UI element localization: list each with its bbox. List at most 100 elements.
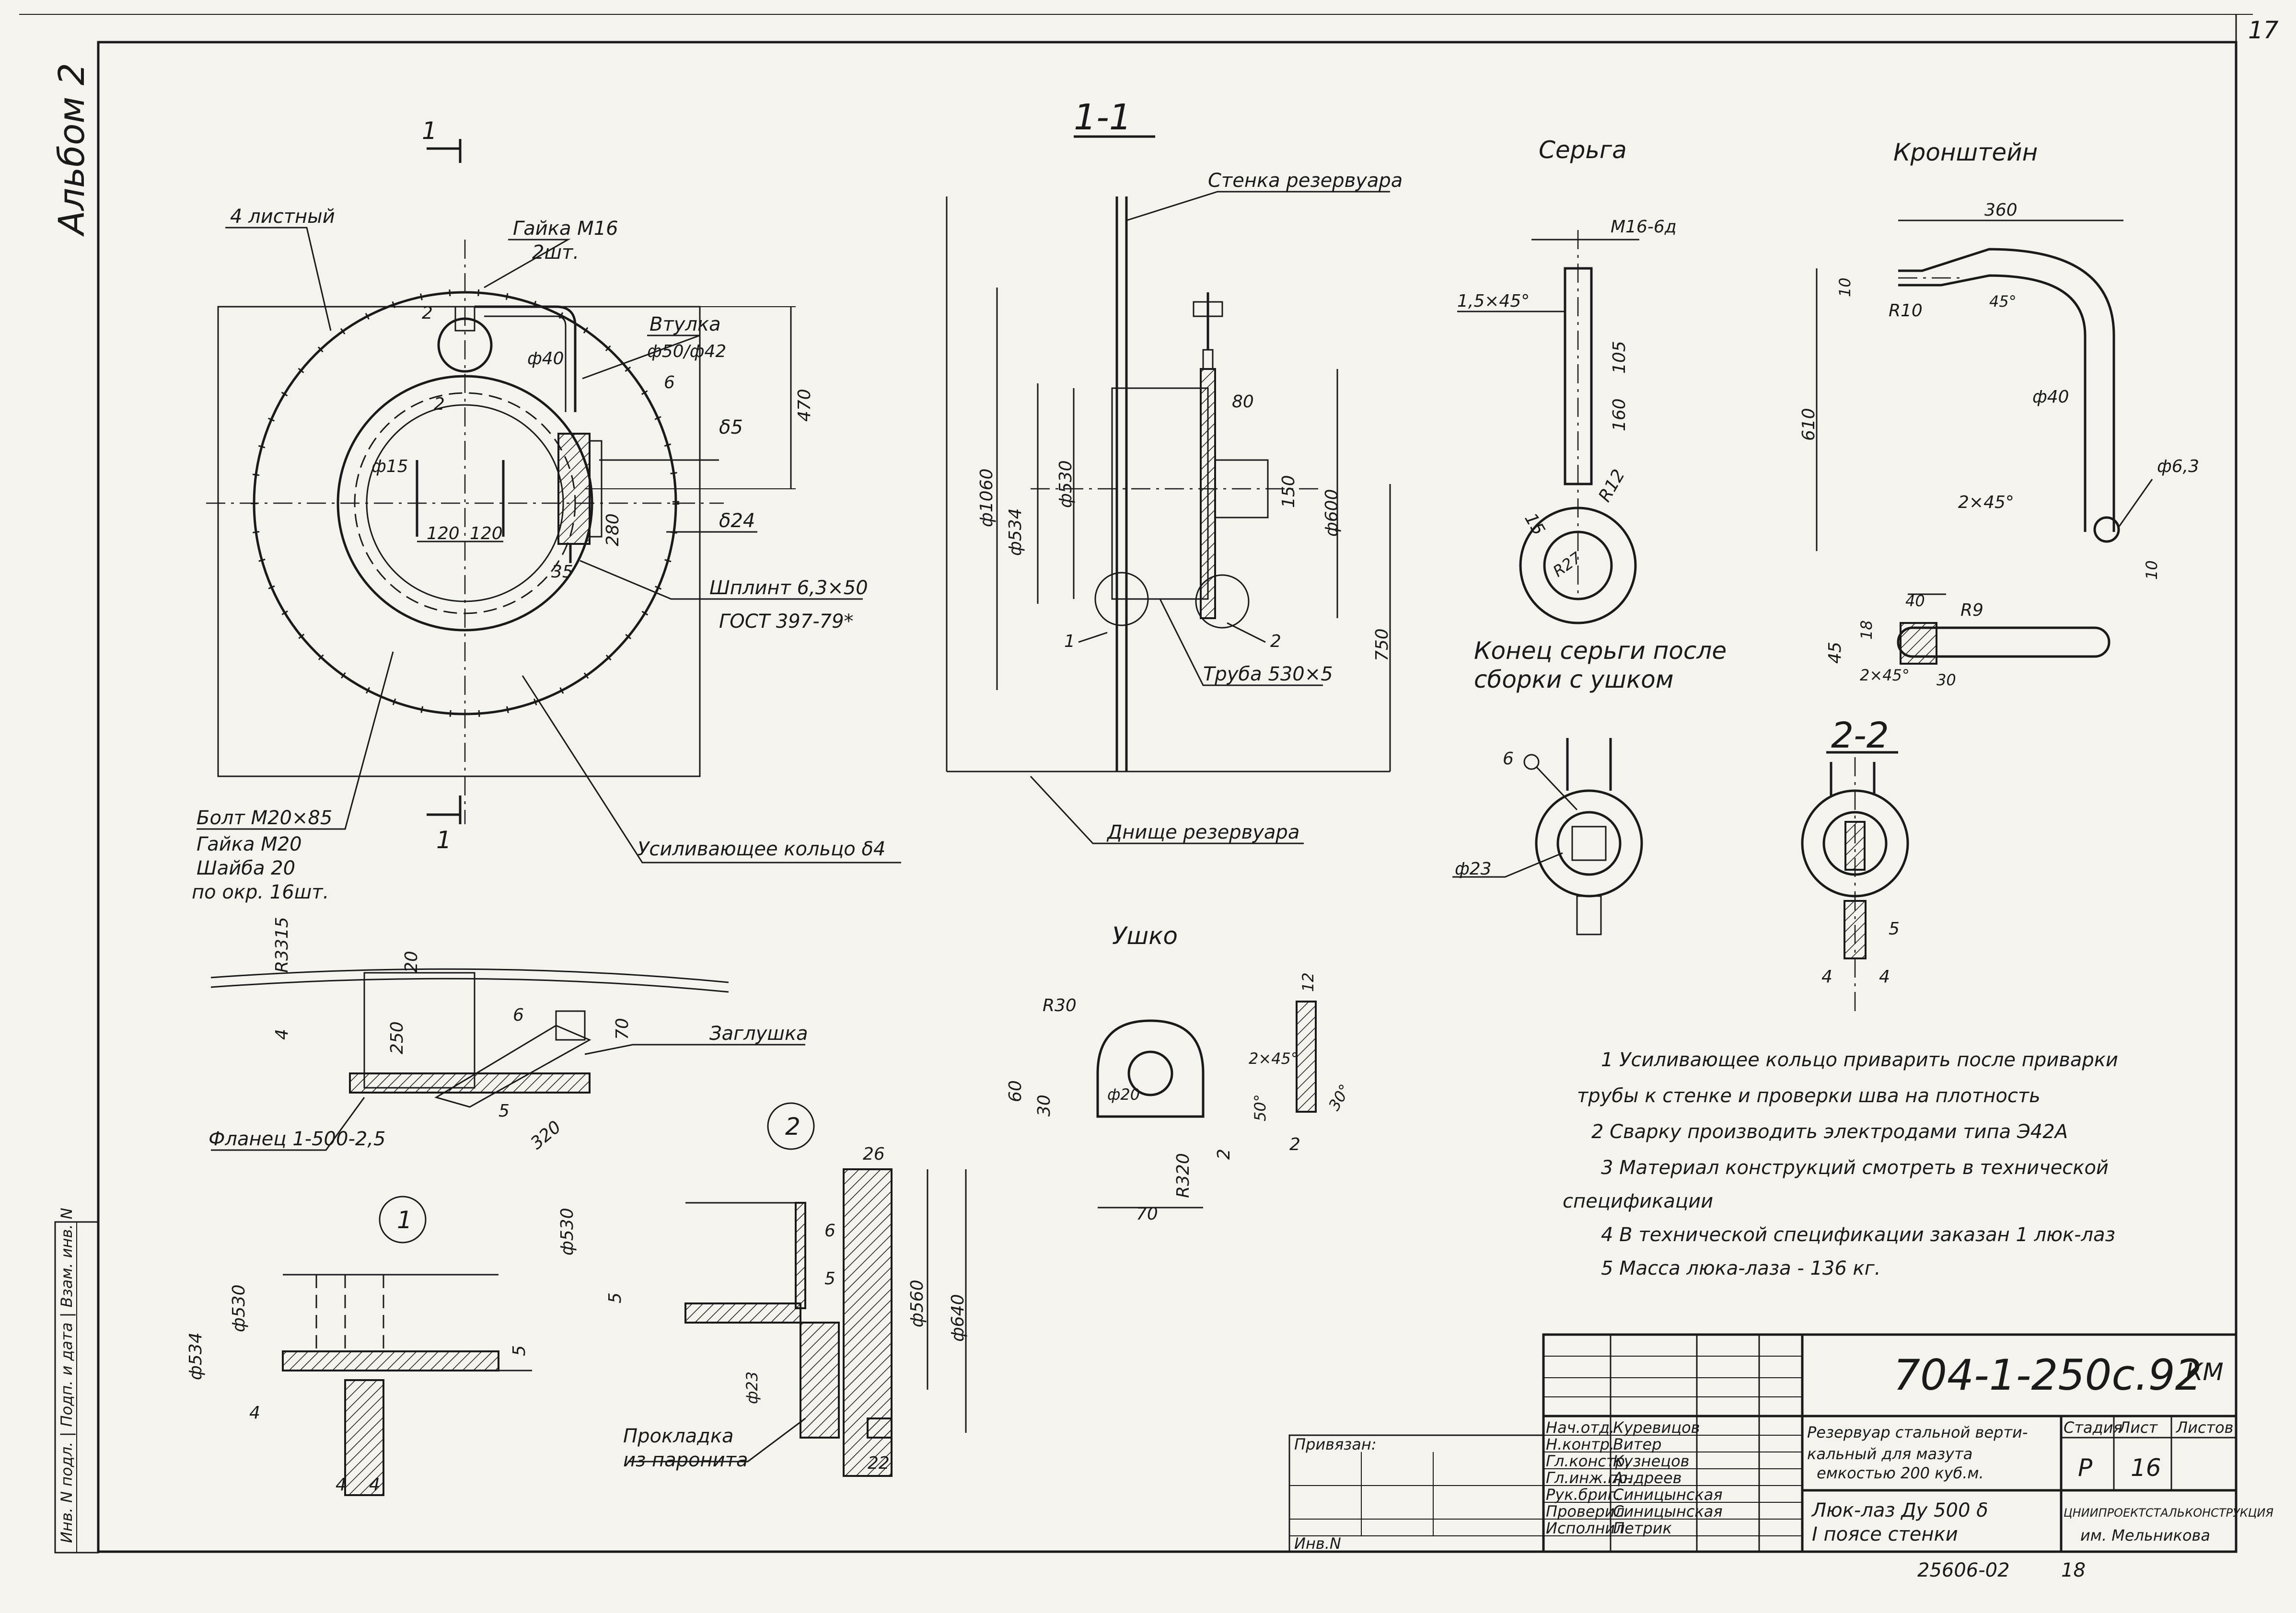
dim-2-a: 2 <box>422 303 433 323</box>
dim-20: 20 <box>402 951 421 973</box>
label-r27: R27 <box>1550 548 1585 581</box>
dim-120-b: 120 <box>470 524 503 543</box>
dim-4-a: 4 <box>1821 967 1832 987</box>
section-mark-bottom: 1 <box>436 826 452 854</box>
note-line: 2 Сварку производить электродами типа Э4… <box>1591 1121 2068 1143</box>
dim-105: 105 <box>1610 341 1629 374</box>
dim-5-a: 5 <box>605 1292 625 1303</box>
note-line: спецификации <box>1563 1190 1713 1212</box>
dim-610: 610 <box>1799 408 1819 441</box>
dim-4: 4 <box>272 1029 292 1040</box>
title-line-1: Резервуар стальной верти- <box>1807 1423 2028 1441</box>
note-line: 4 В технической спецификации заказан 1 л… <box>1601 1224 2115 1246</box>
sheet-label: Лист <box>2118 1418 2158 1437</box>
dim-6: 6 <box>824 1221 835 1241</box>
node-2-detail: 2 26 ф530 5 6 5 ф560 ф640 ф23 22 Проклад… <box>557 1102 968 1477</box>
name: Петрик <box>1613 1519 1672 1537</box>
name: Кузнецов <box>1613 1452 1690 1470</box>
label-sleeve: Втулка <box>649 313 721 335</box>
dim-5: 5 <box>1889 919 1900 939</box>
label-nut-m16-qty: 2шт. <box>532 242 579 264</box>
callout-6: 6 <box>1503 749 1514 769</box>
label-gasket-1: Прокладка <box>623 1425 734 1447</box>
dim-d560: ф560 <box>907 1280 927 1328</box>
label-r30: R30 <box>1043 996 1077 1015</box>
org-line-1: ЦНИИПРОЕКТСТАЛЬКОНСТРУКЦИЯ <box>2064 1506 2273 1520</box>
label-bottom: Днище резервуара <box>1106 821 1299 843</box>
label-chamfer-eye: 2×45° <box>1249 1049 1299 1068</box>
sheet-frame: 17 Альбом 2 Инв. N подл. | Подп. и дата … <box>19 14 2279 1554</box>
dim-d530: ф530 <box>229 1285 249 1333</box>
section-2-2: 2-2 5 4 4 <box>1801 715 1909 1016</box>
dim-160: 160 <box>1610 398 1629 431</box>
dim-250: 250 <box>387 1021 407 1054</box>
dim-d1060: ф1060 <box>977 469 997 527</box>
label-r3315: R3315 <box>272 917 292 973</box>
dim-2-side: 2 <box>1214 1149 1234 1160</box>
node-1-callout: 1 <box>397 1206 412 1234</box>
notes: 1 Усиливающее кольцо приварить после при… <box>1563 1049 2118 1279</box>
role: Нач.отд. <box>1546 1418 1614 1437</box>
plan-view: 1 1 4 листный Гайка М16 2шт. Втулка ф50/… <box>192 117 901 903</box>
section-mark-top: 1 <box>422 117 437 145</box>
sheets-label: Листов <box>2176 1418 2234 1437</box>
label-nut-m16: Гайка М16 <box>513 218 618 240</box>
dim-10-a: 10 <box>1836 277 1854 297</box>
dim-280: 280 <box>603 513 623 546</box>
dim-320: 320 <box>527 1117 565 1153</box>
earring-note-2: сборки с ушком <box>1474 666 1673 693</box>
dim-30: 30 <box>1937 671 1956 689</box>
dim-70: 70 <box>1136 1204 1158 1224</box>
dim-22: 22 <box>868 1453 890 1473</box>
label-m16: М16-6д <box>1611 217 1677 237</box>
dim-d534: ф534 <box>1006 508 1025 556</box>
label-r10: R10 <box>1889 301 1923 321</box>
dim-26: 26 <box>863 1144 885 1164</box>
dim-30: 30 <box>1034 1095 1054 1117</box>
role: Проверил <box>1546 1502 1624 1521</box>
note-line: 1 Усиливающее кольцо приварить после при… <box>1601 1049 2118 1071</box>
dim-4-b: 4 <box>1879 967 1890 987</box>
role: Гл.инж.пр. <box>1546 1469 1633 1487</box>
dim-80: 80 <box>1232 392 1254 412</box>
dim-70: 70 <box>613 1018 632 1040</box>
title-block: Привязан: Инв.N 704-1-250с.92 КМ Нач.отд… <box>1288 1333 2273 1581</box>
label-nut-m20: Гайка М20 <box>197 833 302 855</box>
bracket-title: Кронштейн <box>1893 138 2038 166</box>
note-line: трубы к стенке и проверки шва на плотнос… <box>1577 1085 2041 1107</box>
inv-label: Инв.N <box>1294 1534 1341 1553</box>
dim-150: 150 <box>1279 475 1299 508</box>
node-2-callout-circle <box>767 1102 815 1150</box>
earring-title: Серьга <box>1539 136 1627 164</box>
note-line: 3 Материал конструкций смотреть в технич… <box>1601 1157 2109 1179</box>
callout-1-2: 2 <box>1270 632 1281 651</box>
drawing-name-2: I поясе стенки <box>1812 1523 1958 1545</box>
dim-2-b: 2 <box>434 394 445 414</box>
stage-value: Р <box>2078 1454 2093 1482</box>
dim-30deg: 30° <box>1325 1081 1354 1114</box>
label-bolt: Болт М20×85 <box>197 807 332 829</box>
applied-label: Привязан: <box>1294 1435 1377 1453</box>
node-2-callout: 2 <box>785 1113 800 1141</box>
dim-360: 360 <box>1984 200 2018 220</box>
dim-12: 12 <box>1299 972 1317 992</box>
eye-detail: Ушко R30 ф20 60 30 70 R320 2 12 2×45° 50… <box>1006 922 1354 1224</box>
dim-5: 5 <box>499 1101 510 1121</box>
dim-d530: ф530 <box>557 1208 577 1256</box>
sheet-value: 16 <box>2131 1454 2161 1482</box>
name: Андреев <box>1612 1469 1681 1487</box>
label-sheet: 4 листный <box>230 206 335 228</box>
label-d63: ф6,3 <box>2157 457 2199 476</box>
title-line-2: кальный для мазута <box>1807 1445 1972 1463</box>
name: Синицынская <box>1613 1502 1723 1521</box>
dim-750: 750 <box>1372 628 1392 661</box>
label-sleeve-dims: ф50/ф42 <box>647 342 726 361</box>
label-wall: Стенка резервуара <box>1208 170 1403 192</box>
dim-d530: ф530 <box>1056 461 1076 508</box>
node-1-detail: 1 ф534 ф530 5 4 4 4 <box>186 1196 532 1496</box>
label-angle: 45° <box>1989 292 2017 311</box>
archive-sheet: 18 <box>2061 1559 2086 1581</box>
dim-d534: ф534 <box>186 1333 206 1381</box>
dim-5-b: 5 <box>824 1269 835 1289</box>
label-d15: ф15 <box>371 457 408 476</box>
